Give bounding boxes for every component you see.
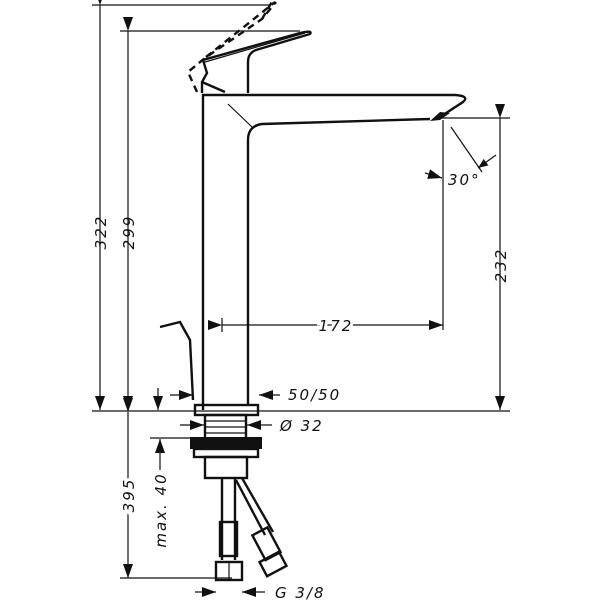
- spout-reach-label: 172: [319, 317, 354, 335]
- connection-thread-label: G 3/8: [275, 584, 326, 602]
- total-height-label: 322: [92, 215, 110, 250]
- faucet-outline: [159, 0, 467, 410]
- spray-angle-label: 30°: [448, 171, 481, 189]
- spout-outlet-height-label: 232: [492, 248, 510, 283]
- hose-length-label: 395: [120, 478, 138, 513]
- dimension-lines: [95, 0, 505, 597]
- mounting-hole-diameter-label: Ø 32: [279, 417, 324, 435]
- extension-lines: [92, 4, 510, 579]
- max-counter-thickness-label: max. 40: [152, 472, 170, 547]
- mounting-assembly: [190, 403, 289, 582]
- pop-up-drain-label: 50/50: [288, 386, 341, 404]
- spout-top-height-label: 299: [120, 215, 138, 250]
